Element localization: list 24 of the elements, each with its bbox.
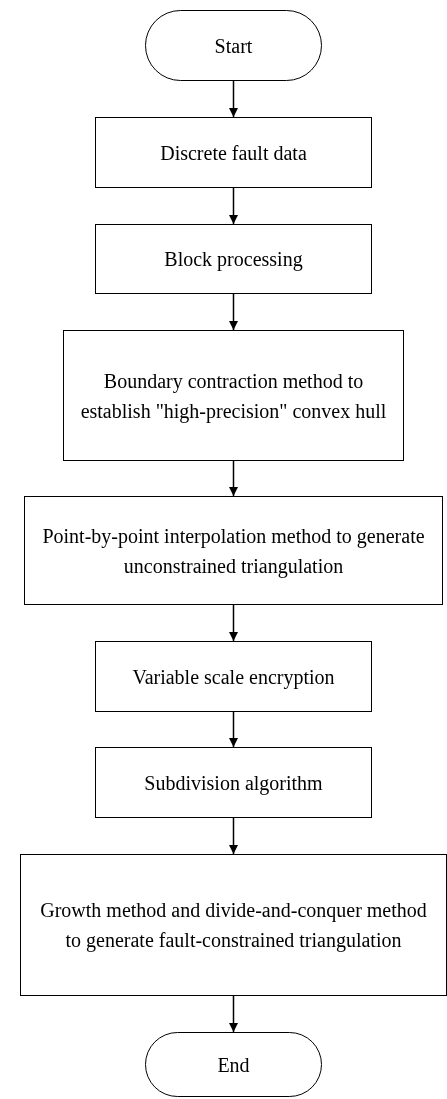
arrow [229, 995, 238, 1033]
arrow [229, 80, 238, 118]
process-box [63, 330, 404, 461]
step-label: Subdivision algorithm [144, 770, 323, 797]
process-box [95, 224, 372, 294]
arrow [229, 187, 238, 225]
process-box [95, 747, 372, 818]
step-label: Growth method and divide-and-conquer method to generate fault-constrained triangulation [39, 898, 428, 954]
process-box [24, 496, 443, 605]
process-box [95, 117, 372, 188]
step-label: Boundary contraction method to establish "high-precision" convex hull [79, 368, 388, 425]
arrow [229, 711, 238, 748]
step-label: Discrete fault data [160, 140, 307, 166]
arrow [229, 293, 238, 331]
step-label: Start [214, 33, 253, 59]
process-box [95, 641, 372, 712]
arrow [229, 817, 238, 855]
step-label: End [217, 1052, 250, 1078]
step-label: Variable scale encryption [132, 664, 335, 691]
arrow [229, 460, 238, 497]
arrow [229, 604, 238, 642]
step-label: Point-by-point interpolation method to generate unconstrained triangulation [41, 523, 426, 580]
process-box [20, 854, 447, 996]
step-label: Block processing [164, 247, 303, 273]
